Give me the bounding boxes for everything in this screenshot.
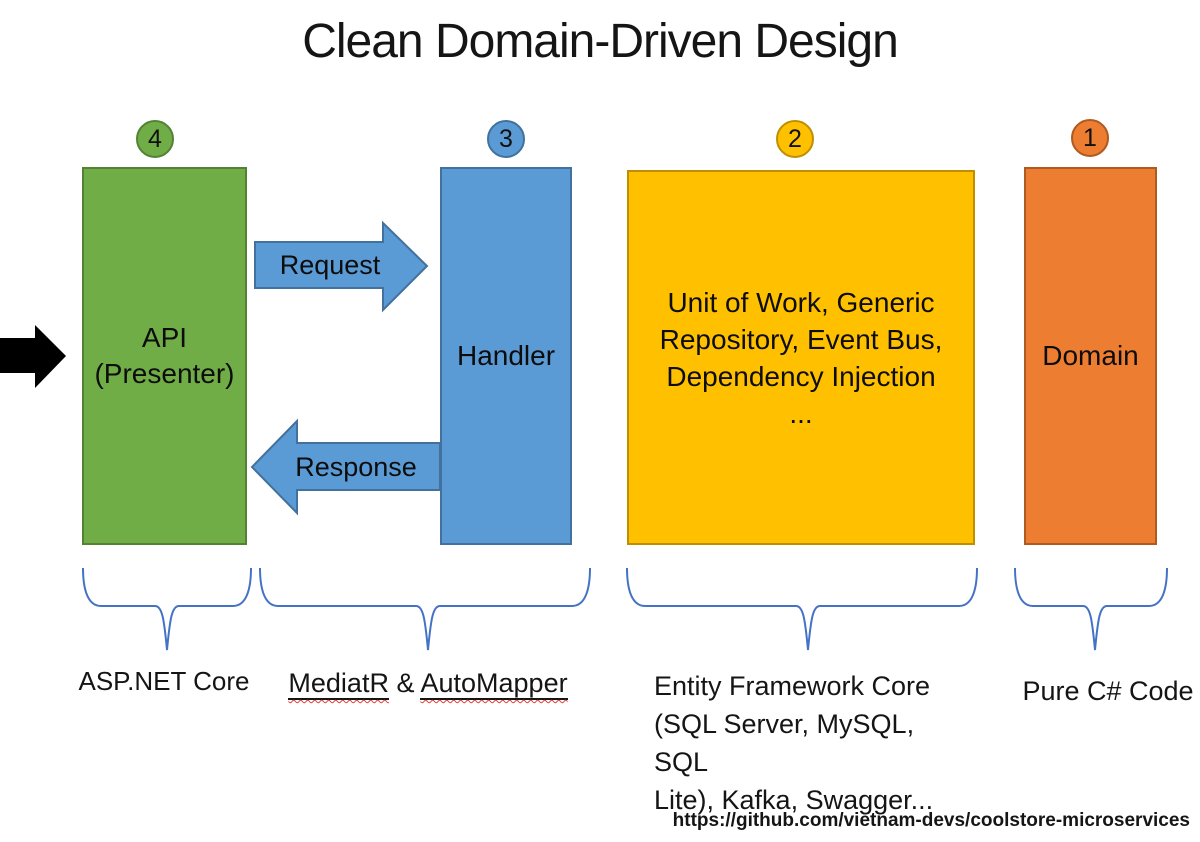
mediatr-word: MediatR xyxy=(288,668,389,700)
api-label-line: API xyxy=(141,322,188,353)
badge-4-number: 4 xyxy=(148,124,162,153)
badge-3-number: 3 xyxy=(499,124,513,153)
caption-mediatr-automapper: MediatR & AutoMapper xyxy=(258,668,598,700)
infrastructure-label-line: Unit of Work, Generic xyxy=(667,286,935,318)
ef-caption-line: (SQL Server, MySQL, SQL xyxy=(654,709,915,777)
infrastructure-label-line: ... xyxy=(789,397,813,429)
infrastructure-label-line: Dependency Injection xyxy=(666,360,936,392)
brace-mediatr-icon xyxy=(259,567,591,651)
layer-box-api: API (Presenter) xyxy=(82,167,247,545)
badge-3: 3 xyxy=(487,120,525,158)
brace-ef-core-icon xyxy=(626,567,978,651)
badge-2: 2 xyxy=(776,120,814,158)
caption-asp-net-core: ASP.NET Core xyxy=(78,666,250,696)
caption-pure-csharp-code: Pure C# Code xyxy=(1022,676,1194,706)
request-arrow-label: Request xyxy=(279,249,381,280)
response-arrow-label: Response xyxy=(295,451,417,482)
ampersand-separator: & xyxy=(388,668,421,698)
caption-entity-framework: Entity Framework Core (SQL Server, MySQL… xyxy=(654,667,974,819)
badge-1: 1 xyxy=(1071,119,1109,157)
api-label-line: (Presenter) xyxy=(94,358,235,389)
badge-4: 4 xyxy=(136,120,174,158)
automapper-word: AutoMapper xyxy=(420,668,568,700)
handler-label: Handler xyxy=(456,340,556,371)
brace-asp-net-icon xyxy=(82,567,252,651)
domain-label: Domain xyxy=(1042,340,1139,371)
badge-1-number: 1 xyxy=(1083,123,1097,152)
ef-caption-line: Entity Framework Core xyxy=(654,671,931,701)
layer-box-domain: Domain xyxy=(1024,167,1157,545)
page-title: Clean Domain-Driven Design xyxy=(302,15,899,68)
github-url-text: https://github.com/vietnam-devs/coolstor… xyxy=(672,810,1190,831)
layer-box-handler: Handler xyxy=(440,167,572,545)
badge-2-number: 2 xyxy=(788,124,802,153)
ef-caption-line: Lite), Kafka, Swagger... xyxy=(654,785,934,815)
entry-arrow-icon xyxy=(0,325,66,388)
brace-pure-csharp-icon xyxy=(1014,567,1168,651)
layer-box-infrastructure: Unit of Work, Generic Repository, Event … xyxy=(627,170,975,545)
infrastructure-label-line: Repository, Event Bus, xyxy=(659,323,943,355)
